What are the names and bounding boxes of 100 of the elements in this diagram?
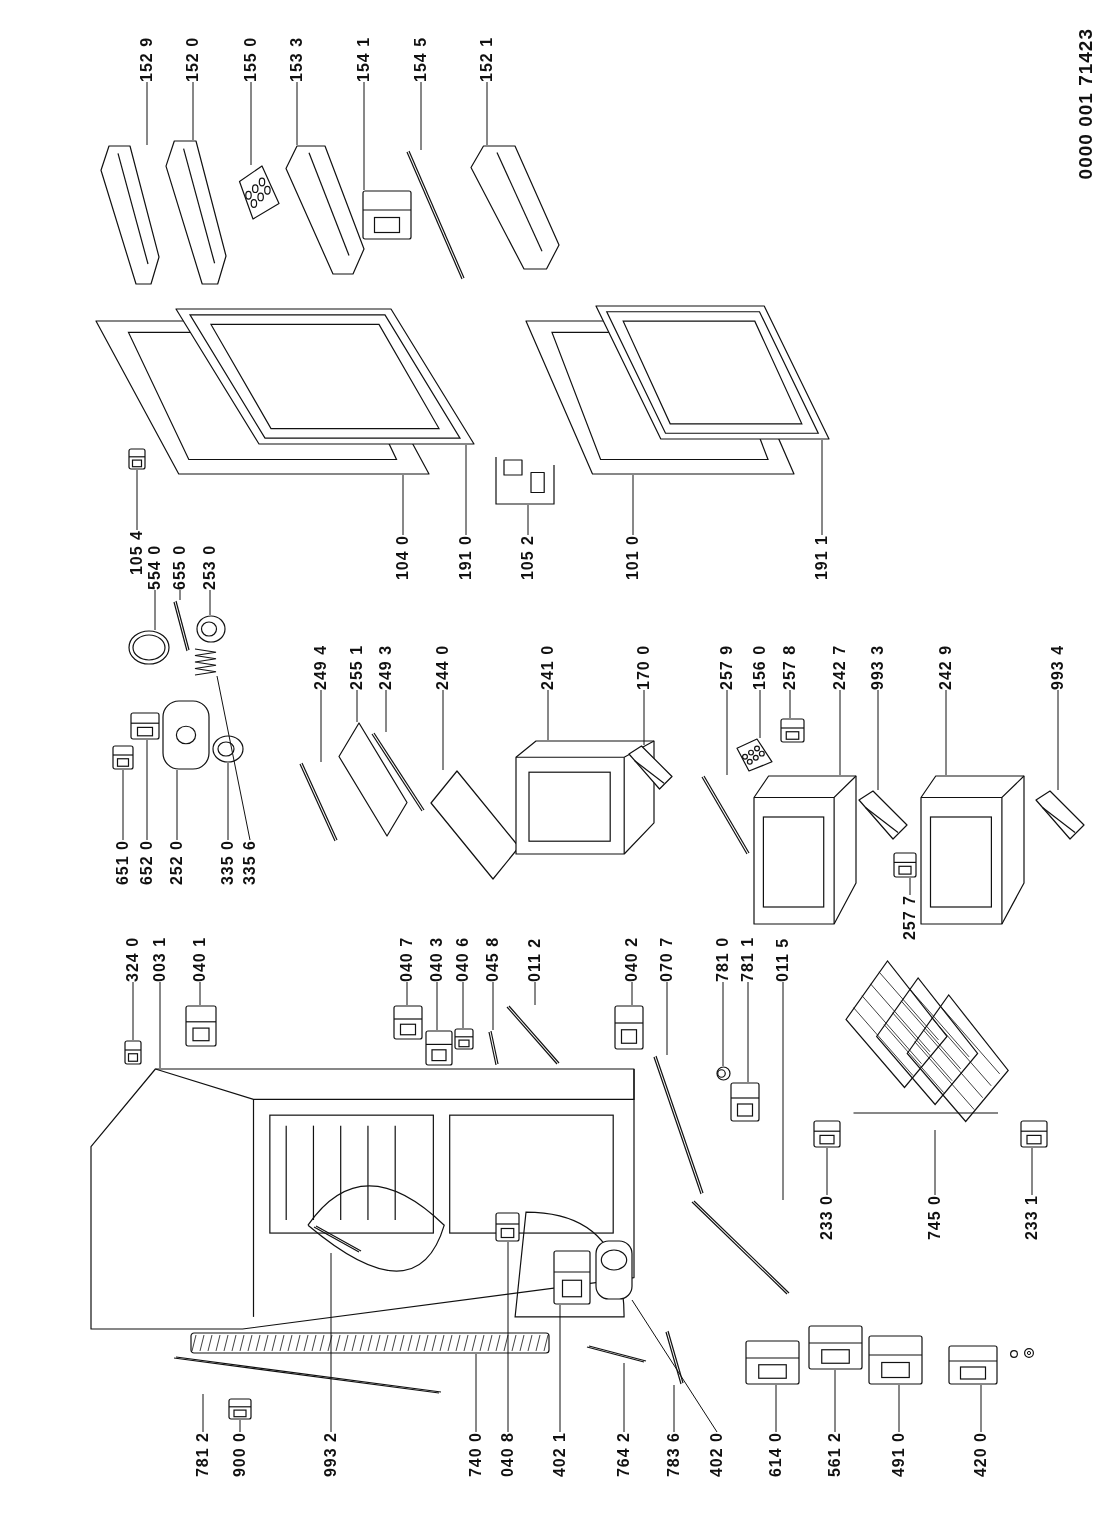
callout-number: 233 0 <box>819 1195 835 1241</box>
small-part-drawing <box>948 1345 998 1385</box>
leader-line <box>250 81 252 166</box>
callout-number: 783 6 <box>666 1432 682 1478</box>
callout-number: 652 0 <box>139 840 155 886</box>
small-part-drawing <box>393 1005 423 1040</box>
small-part-drawing <box>130 712 160 740</box>
callout-number: 040 8 <box>500 1432 516 1478</box>
small-part-drawing <box>1020 1120 1048 1148</box>
leader-line <box>507 1241 509 1433</box>
callout-number: 011 5 <box>775 937 791 982</box>
callout-number: 335 6 <box>242 840 258 886</box>
callout-number: 993 4 <box>1050 644 1066 690</box>
leader-line <box>826 1147 828 1196</box>
small-part-drawing <box>128 448 146 470</box>
leader-line <box>1057 689 1059 791</box>
rod-drawing <box>664 1330 684 1385</box>
leader-line <box>492 981 494 1031</box>
small-part-drawing <box>228 1398 252 1420</box>
callout-number: 040 1 <box>192 936 208 982</box>
callout-number: 402 1 <box>552 1432 568 1478</box>
callout-number: 040 6 <box>455 936 471 982</box>
leader-line <box>122 769 124 841</box>
leader-line <box>980 1384 982 1433</box>
callout-number: 242 7 <box>832 644 848 690</box>
callout-number: 045 8 <box>485 936 501 982</box>
leader-line <box>154 589 156 631</box>
drawer-drawing <box>753 775 857 925</box>
leader-line <box>486 81 488 146</box>
callout-number: 252 0 <box>169 840 185 886</box>
leader-line <box>462 981 464 1029</box>
rod-drawing <box>172 600 190 652</box>
callout-number: 764 2 <box>616 1432 632 1478</box>
rod-drawing <box>487 1030 499 1066</box>
leader-line <box>547 689 549 741</box>
callout-number: 249 4 <box>313 644 329 690</box>
small-part-drawing <box>124 1040 142 1065</box>
tray-drawing <box>733 738 773 772</box>
callout-number: 101 0 <box>625 535 641 581</box>
leader-line <box>527 504 529 536</box>
small-part-drawing <box>868 1335 923 1385</box>
leader-line <box>559 1304 561 1433</box>
callout-number: 781 1 <box>740 936 756 982</box>
leader-line <box>747 981 749 1083</box>
leader-line <box>227 762 229 841</box>
door-shelf-drawing <box>100 145 160 285</box>
callout-number: 244 0 <box>435 644 451 690</box>
door-shelf-drawing <box>470 145 560 270</box>
leader-line <box>179 589 181 601</box>
rod-drawing <box>585 1345 647 1363</box>
leader-line <box>209 589 211 616</box>
drawer-drawing <box>515 740 655 855</box>
callout-number: 154 1 <box>356 36 372 82</box>
callout-number: 154 5 <box>413 36 429 82</box>
leader-line <box>821 439 823 536</box>
callout-number: 104 0 <box>395 535 411 581</box>
leader-line <box>782 981 784 1201</box>
leader-line <box>759 689 761 739</box>
callout-number: 740 0 <box>468 1432 484 1478</box>
callout-number: 253 0 <box>202 544 218 590</box>
callout-number: 745 0 <box>927 1195 943 1241</box>
callout-number: 257 9 <box>719 644 735 690</box>
callout-number: 335 0 <box>220 840 236 886</box>
callout-number: 040 2 <box>624 936 640 982</box>
leader-line <box>726 689 728 776</box>
callout-number: 900 0 <box>232 1432 248 1478</box>
leader-line <box>146 739 148 841</box>
spring-drawing <box>193 648 218 676</box>
leader-line <box>363 81 365 191</box>
knob-drawing <box>212 735 244 763</box>
leader-line <box>402 474 404 536</box>
callout-number: 152 9 <box>139 36 155 82</box>
callout-number: 655 0 <box>172 544 188 590</box>
leader-line <box>631 981 633 1006</box>
leader-line <box>296 81 298 146</box>
callout-number: 781 0 <box>715 936 731 982</box>
leader-line <box>722 981 724 1067</box>
leader-line <box>330 1252 332 1433</box>
housing-drawing <box>162 700 210 770</box>
drawing-number: 0000 001 71423 <box>1075 28 1095 180</box>
leader-line <box>631 1299 718 1433</box>
rod-drawing <box>652 1055 704 1195</box>
leader-line <box>1031 1147 1033 1196</box>
rod-drawing <box>312 1225 362 1253</box>
hinge-pair-drawing <box>495 455 555 505</box>
leader-line <box>834 1369 836 1433</box>
rod-drawing <box>690 1200 790 1295</box>
compressor-drawing <box>595 1240 633 1300</box>
leader-line <box>898 1384 900 1433</box>
leader-line <box>534 981 536 1006</box>
leader-line <box>385 689 387 733</box>
rod-drawing <box>172 1356 442 1394</box>
profile-drawing <box>1035 790 1085 840</box>
rod-drawing <box>505 1005 560 1065</box>
small-part-drawing <box>425 1030 453 1066</box>
condenser-drawing <box>190 1332 550 1354</box>
drawer-drawing <box>920 775 1025 925</box>
small-part-drawing <box>893 852 917 878</box>
small-part-drawing <box>614 1005 644 1050</box>
callout-number: 155 0 <box>243 36 259 82</box>
